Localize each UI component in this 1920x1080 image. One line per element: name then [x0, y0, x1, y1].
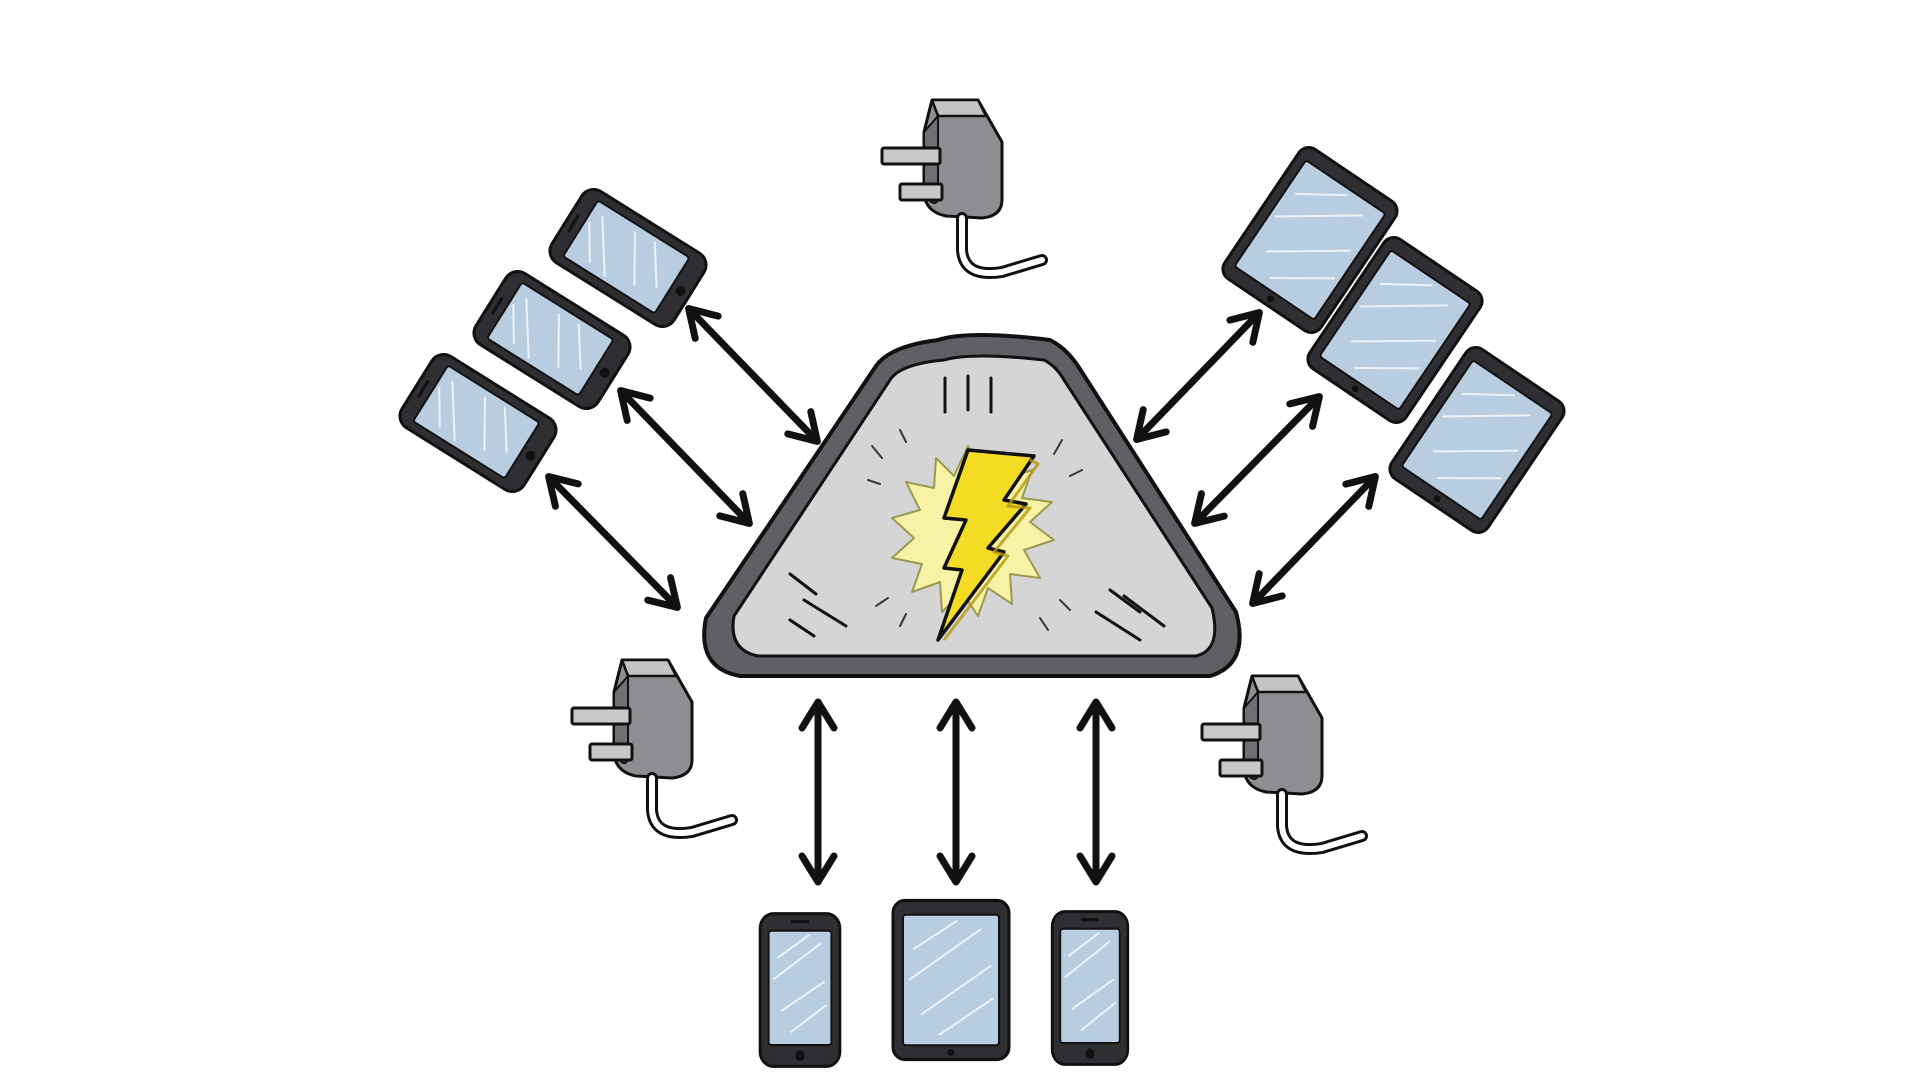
- charging-hub: [702, 333, 1242, 678]
- double-arrow-left-1: [685, 305, 821, 445]
- plug-icon: [882, 100, 1042, 273]
- plug-icon: [572, 660, 732, 833]
- tablet-icon: [891, 898, 1011, 1062]
- double-arrow-right-2: [1191, 393, 1323, 527]
- double-arrow-left-3: [545, 473, 681, 611]
- lightning-bolt-icon: [936, 448, 1036, 642]
- smartphone-icon: [1050, 910, 1130, 1066]
- double-arrow-left-2: [617, 387, 753, 527]
- plug-icon: [1202, 676, 1362, 849]
- double-arrow-right-3: [1249, 473, 1379, 607]
- smartphone-icon: [758, 912, 842, 1068]
- double-arrow-right-1: [1133, 309, 1263, 443]
